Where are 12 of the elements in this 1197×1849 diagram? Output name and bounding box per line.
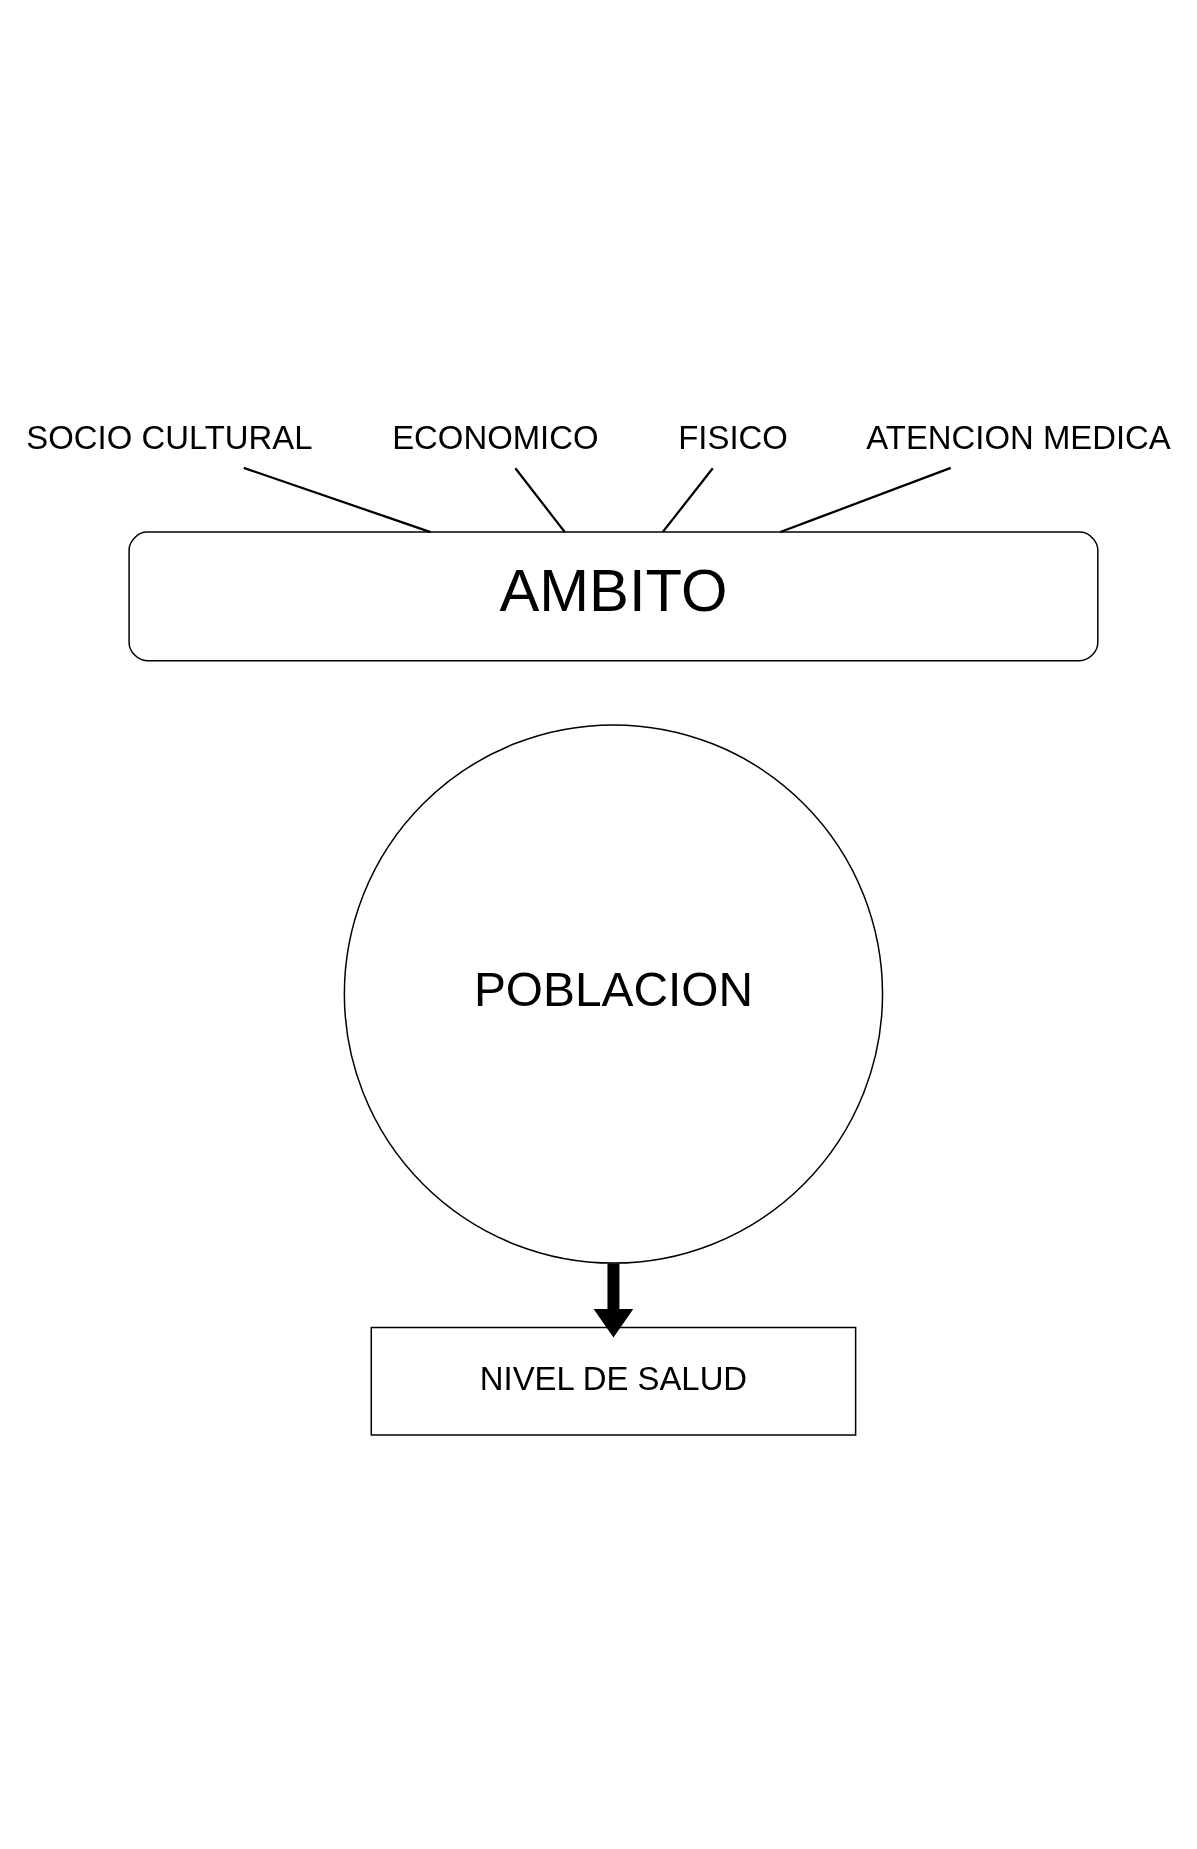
- node-circle: POBLACION: [343, 724, 884, 1264]
- arrow: [593, 1263, 634, 1338]
- node-text: ECONOMICO: [392, 419, 599, 457]
- node-box: AMBITO: [128, 531, 1099, 662]
- connector: [779, 466, 952, 534]
- node-box: NIVEL DE SALUD: [370, 1326, 857, 1436]
- connector: [243, 466, 431, 534]
- node-text: ATENCION MEDICA: [866, 419, 1171, 457]
- connector: [514, 467, 566, 533]
- node-text: FISICO: [678, 419, 788, 457]
- connector: [661, 467, 714, 533]
- node-text: SOCIO CULTURAL: [26, 419, 313, 457]
